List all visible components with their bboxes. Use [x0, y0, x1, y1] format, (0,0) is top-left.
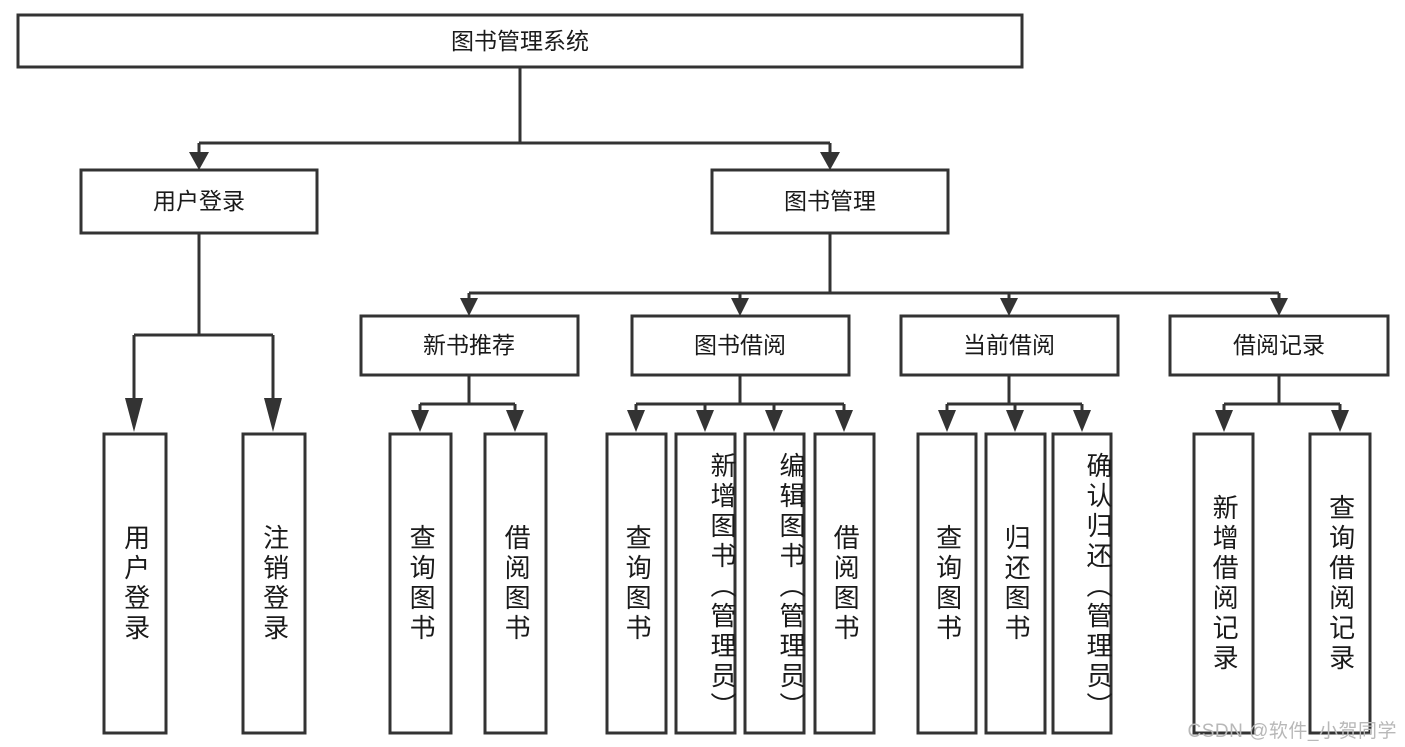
- node-leaf-confirm-return-box[interactable]: [1051, 432, 1113, 735]
- arrowhead-new-book-recommend: [460, 298, 478, 316]
- node-borrow-records[interactable]: 借阅记录: [1168, 314, 1390, 377]
- node-current-borrow[interactable]: 当前借阅: [899, 314, 1120, 377]
- node-leaf-query-book-2-box[interactable]: [605, 432, 668, 735]
- node-leaf-user-login-box[interactable]: [102, 432, 168, 735]
- node-leaf-add-book-box[interactable]: [674, 432, 737, 735]
- arrowhead-leaf-add-record: [1215, 410, 1233, 432]
- connector-group-new-book-recommend-to-leaves: [411, 375, 524, 432]
- arrowhead-book-borrow: [731, 298, 749, 316]
- arrowhead-leaf-query-record: [1331, 410, 1349, 432]
- node-borrow-records-box[interactable]: [1168, 314, 1390, 377]
- arrowhead-leaf-confirm-return: [1073, 410, 1091, 432]
- node-user-login-label: 用户登录: [153, 188, 245, 214]
- connector-group-book-management-to-level3: [460, 233, 1288, 316]
- node-leaf-edit-book-box[interactable]: [743, 432, 806, 735]
- node-root-label: 图书管理系统: [451, 28, 589, 54]
- node-leaf-logout-login-box[interactable]: [241, 432, 307, 735]
- node-book-management-label: 图书管理: [784, 188, 876, 214]
- node-leaf-query-book-1-box[interactable]: [388, 432, 453, 735]
- connector-group-book-borrow-to-leaves: [627, 375, 853, 432]
- node-leaf-borrow-book-2-box[interactable]: [813, 432, 876, 735]
- node-leaf-query-book-3-box[interactable]: [916, 432, 978, 735]
- arrowhead-leaf-borrow-book-2: [835, 410, 853, 432]
- arrowhead-leaf-edit-book: [765, 410, 783, 432]
- node-borrow-records-label: 借阅记录: [1233, 332, 1325, 358]
- node-leaf-return-book-box[interactable]: [984, 432, 1047, 735]
- node-book-borrow-label: 图书借阅: [694, 332, 786, 358]
- arrowhead-borrow-records: [1270, 298, 1288, 316]
- arrowhead-leaf-query-book-2: [627, 410, 645, 432]
- arrowhead-leaf-query-book-3: [938, 410, 956, 432]
- node-book-management[interactable]: 图书管理: [710, 168, 950, 235]
- node-user-login-box[interactable]: [79, 168, 319, 235]
- arrowhead-current-borrow: [1000, 298, 1018, 316]
- arrowhead-user-login: [189, 152, 209, 170]
- arrowhead-leaf-borrow-book-1: [506, 410, 524, 432]
- connector-group-borrow-records-to-leaves: [1215, 375, 1349, 432]
- node-new-book-recommend[interactable]: 新书推荐: [359, 314, 580, 377]
- node-new-book-recommend-label: 新书推荐: [423, 332, 515, 358]
- watermark-text: CSDN @软件_小贺同学: [1187, 721, 1397, 742]
- node-root[interactable]: 图书管理系统: [16, 13, 1024, 69]
- node-book-borrow-box[interactable]: [630, 314, 851, 377]
- arrowhead-leaf-user-login: [125, 398, 143, 432]
- node-user-login[interactable]: 用户登录: [79, 168, 319, 235]
- node-book-management-box[interactable]: [710, 168, 950, 235]
- node-current-borrow-box[interactable]: [899, 314, 1120, 377]
- arrowhead-leaf-query-book-1: [411, 410, 429, 432]
- connector-group-user-login-to-leaves: [125, 233, 282, 432]
- arrowhead-leaf-add-book: [696, 410, 714, 432]
- node-book-borrow[interactable]: 图书借阅: [630, 314, 851, 377]
- node-leaf-query-record-box[interactable]: [1308, 432, 1372, 735]
- arrowhead-book-management: [820, 152, 840, 170]
- arrowhead-leaf-logout-login: [264, 398, 282, 432]
- arrowhead-leaf-return-book: [1006, 410, 1024, 432]
- node-new-book-recommend-box[interactable]: [359, 314, 580, 377]
- leaf-boxes: [102, 432, 1372, 735]
- node-root-box[interactable]: [16, 13, 1024, 69]
- node-leaf-borrow-book-1-box[interactable]: [483, 432, 548, 735]
- node-current-borrow-label: 当前借阅: [963, 332, 1055, 358]
- node-leaf-add-record-box[interactable]: [1192, 432, 1255, 735]
- connector-group-root-to-level2: [189, 67, 840, 170]
- connector-group-current-borrow-to-leaves: [938, 375, 1091, 432]
